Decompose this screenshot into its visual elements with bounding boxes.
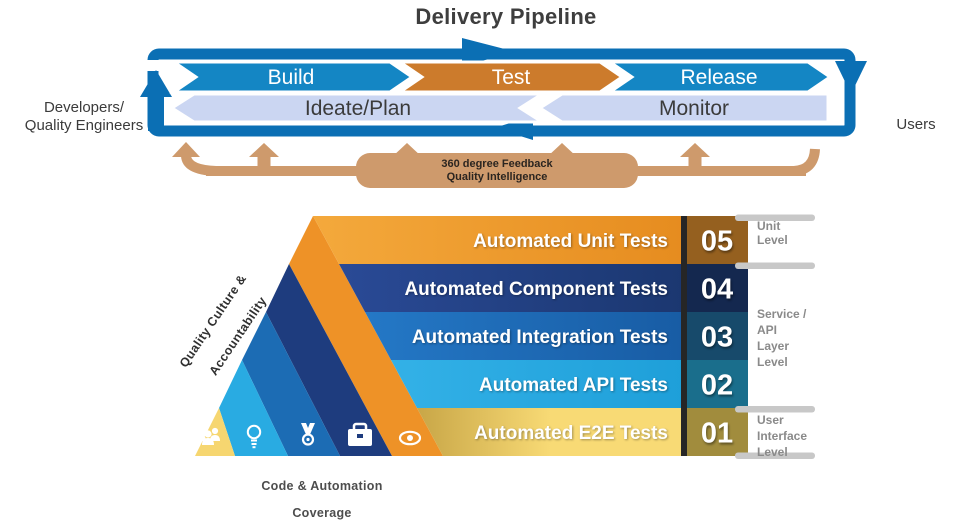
ui-level-label-line1: User <box>757 413 784 427</box>
badge-04-number: 04 <box>701 274 733 306</box>
briefcase-icon <box>348 422 372 446</box>
stage-release <box>605 60 833 94</box>
service-level-label-line4: Level <box>757 355 788 369</box>
badge-01 <box>687 408 748 456</box>
eye-icon <box>398 430 422 446</box>
slope-stripe-integration <box>242 312 340 456</box>
medal-icon <box>301 423 315 446</box>
loop-right-arrow-icon <box>462 38 516 66</box>
feedback-right-curl <box>793 148 820 176</box>
badge-05-number: 05 <box>701 226 733 258</box>
band-integration-label: Automated Integration Tests <box>412 327 668 348</box>
feedback-left-curl <box>181 155 217 176</box>
band-unit-label: Automated Unit Tests <box>473 231 668 252</box>
ui-level-label-line2: Interface <box>757 429 807 443</box>
lightbulb-icon <box>246 424 262 449</box>
pyramid-divider <box>681 216 687 456</box>
stage-monitor <box>537 92 830 124</box>
band-api-label: Automated API Tests <box>479 375 668 396</box>
stage-test-label: Test <box>492 66 531 89</box>
unit-level-label-line2: Level <box>757 233 788 247</box>
service-level-label-line2: API <box>757 323 777 337</box>
coverage-label: Coverage <box>292 506 352 520</box>
level-separator <box>735 406 815 413</box>
band-e2e-label: Automated E2E Tests <box>474 423 668 444</box>
loop-up-arrow-icon <box>140 70 172 131</box>
feedback-up-arrow-icon <box>680 143 710 172</box>
test-pyramid-graphic: Automated Unit Tests Automated Component… <box>195 214 815 459</box>
stage-build <box>169 60 415 94</box>
band-e2e <box>417 408 685 456</box>
level-separator <box>735 452 815 459</box>
badge-05 <box>687 216 748 264</box>
band-integration <box>365 312 685 360</box>
slope-stripe-unit <box>289 216 443 456</box>
loop-gap <box>143 60 170 71</box>
badge-03-number: 03 <box>701 322 733 354</box>
band-unit <box>313 216 685 264</box>
slope-stripe-component <box>266 264 392 456</box>
band-component <box>339 264 685 312</box>
slope-stripe-api <box>219 360 288 456</box>
band-component-label: Automated Component Tests <box>404 279 668 300</box>
feedback-line1: 360 degree Feedback <box>441 158 553 170</box>
level-separator <box>735 262 815 269</box>
feedback-box <box>356 153 638 188</box>
ui-level-label-line3: Level <box>757 445 788 459</box>
band-api <box>391 360 685 408</box>
page-title: Delivery Pipeline <box>415 4 597 29</box>
developers-label: Developers/ Quality Engineers <box>8 99 160 136</box>
service-level-label-line1: Service / <box>757 307 807 321</box>
developers-label-line2: Quality Engineers <box>24 117 144 135</box>
badge-04 <box>687 264 748 312</box>
level-separator <box>735 214 815 221</box>
team-icon <box>196 427 220 445</box>
stage-test <box>395 60 625 94</box>
badge-01-number: 01 <box>701 418 733 450</box>
stage-ideate-plan <box>169 92 548 124</box>
badge-02 <box>687 360 748 408</box>
feedback-line2: Quality Intelligence <box>447 171 548 183</box>
badge-03 <box>687 312 748 360</box>
developers-label-line1: Developers/ <box>43 99 125 116</box>
users-label: Users <box>896 116 936 133</box>
stage-build-label: Build <box>268 66 315 89</box>
unit-level-label-line1: Unit <box>757 219 780 233</box>
loop-down-arrow-icon <box>835 61 867 94</box>
pipeline-graphic: Build Test Release Ideate/Plan Monitor 3… <box>140 38 867 188</box>
stage-release-label: Release <box>680 66 757 89</box>
stage-monitor-label: Monitor <box>659 97 729 120</box>
badge-02-number: 02 <box>701 370 733 402</box>
service-level-label-line3: Layer <box>757 339 789 353</box>
code-automation-label: Code & Automation <box>261 479 383 493</box>
feedback-up-arrow-icon <box>249 143 279 172</box>
feedback-left-arrow-icon <box>172 142 200 157</box>
stage-ideate-plan-label: Ideate/Plan <box>305 97 411 120</box>
